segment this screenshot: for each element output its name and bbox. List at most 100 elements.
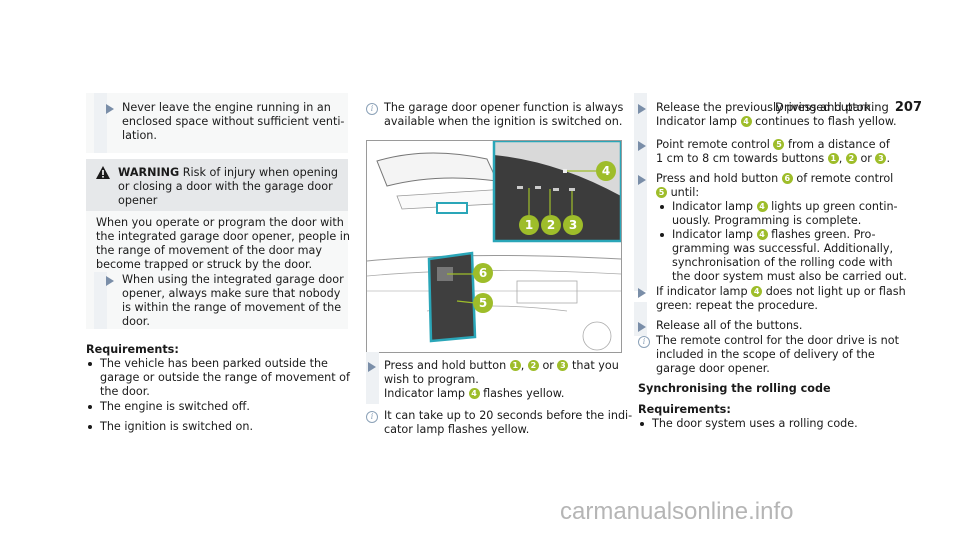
warning-title: WARNING Risk of injury when opening: [118, 166, 338, 180]
bullet-icon: [660, 233, 664, 237]
remote-5-marker: 5: [656, 187, 667, 198]
step-text: Indicator lamp: [672, 228, 753, 241]
info-icon: i: [366, 103, 378, 115]
note-line: enclosed space without sufficient venti-: [122, 115, 345, 128]
step-text: does not light up or flash: [765, 285, 906, 298]
info-icon: i: [638, 336, 650, 348]
step-line: synchronisation of the rolling code with: [672, 256, 893, 269]
remote-5-marker: 5: [773, 139, 785, 150]
requirements-heading: Requirements:: [638, 403, 731, 416]
note-strip: [94, 93, 107, 153]
button-6-marker: 6: [781, 173, 793, 184]
callout-2: 2: [541, 215, 561, 235]
warning-body-line: When you operate or program the door wit…: [96, 216, 344, 229]
step-line: If indicator lamp 4 does not light up or…: [656, 285, 906, 299]
lamp-4-marker: 4: [740, 116, 752, 127]
section-heading: Synchronising the rolling code: [638, 382, 831, 395]
requirement-line: garage or outside the range of movement …: [100, 371, 350, 384]
step-line: Indicator lamp 4 flashes yellow.: [384, 387, 564, 401]
button-2-marker: 2: [527, 360, 539, 371]
callout-4: 4: [596, 161, 616, 181]
warning-title-line: or closing a door with the garage door: [118, 180, 333, 193]
warning-body-line: the integrated garage door opener, peopl…: [96, 230, 350, 243]
step-text: Press and hold button: [656, 172, 779, 185]
step-text: or: [538, 359, 558, 372]
info-line: The remote control for the door drive is…: [656, 334, 899, 347]
warning-step-line: opener, always make sure that nobody: [122, 287, 341, 300]
step-text: continues to flash yellow.: [755, 115, 897, 128]
step-text: flashes green. Pro-: [771, 228, 876, 241]
step-line: 5 until:: [656, 186, 699, 200]
warning-title-line: Risk of injury when opening: [182, 166, 338, 179]
note-line: lation.: [122, 129, 157, 142]
bullet-icon: [88, 405, 92, 409]
callout-6: 6: [473, 263, 493, 283]
step-strip: [366, 352, 379, 404]
step-line: wish to program.: [384, 373, 479, 386]
step-line: green: repeat the procedure.: [656, 299, 818, 312]
warning-step-strip: [94, 272, 107, 329]
step-line: Release the previously pressed button.: [656, 101, 875, 114]
step-line: Press and hold button 1, 2 or 3 that you: [384, 359, 619, 373]
warning-body: [86, 211, 348, 329]
step-text: ,: [520, 359, 528, 372]
step-text: Point remote control: [656, 138, 770, 151]
step-line: the door system must also be carried out…: [672, 270, 907, 283]
step-line: gramming was successful. Additionally,: [672, 242, 894, 255]
button-1-marker: 1: [827, 153, 839, 164]
step-arrow-icon: [106, 104, 114, 114]
step-text: until:: [670, 186, 700, 199]
step-text: lights up green contin-: [771, 200, 898, 213]
step-arrow-icon: [106, 276, 114, 286]
requirements-heading: Requirements:: [86, 343, 179, 356]
step-line: uously. Programming is complete.: [672, 214, 862, 227]
step-text: that you: [568, 359, 619, 372]
step-text: Press and hold button: [384, 359, 507, 372]
info-line: cator lamp flashes yellow.: [384, 423, 530, 436]
warning-body-line: become trapped or struck by the door.: [96, 258, 313, 271]
step-text: Indicator lamp: [672, 200, 753, 213]
requirement-line: The door system uses a rolling code.: [652, 417, 858, 430]
step-text: Indicator lamp: [384, 387, 465, 400]
step-line: Press and hold button 6 of remote contro…: [656, 172, 893, 186]
step-arrow-icon: [638, 104, 646, 114]
button-1-marker: 1: [509, 360, 521, 371]
button-3-marker: 3: [557, 360, 569, 371]
garage-opener-illustration: 1 2 3 4 5 6: [366, 140, 622, 353]
step-text: flashes yellow.: [483, 387, 565, 400]
step-text: ,: [838, 152, 843, 165]
step-text: .: [886, 152, 891, 165]
lamp-4-marker: 4: [756, 229, 768, 240]
bullet-icon: [88, 425, 92, 429]
callout-1: 1: [519, 215, 539, 235]
step-line: Indicator lamp 4 lights up green contin-: [672, 200, 898, 214]
lamp-4-marker: 4: [468, 388, 480, 399]
info-line: garage door opener.: [656, 362, 770, 375]
warning-label: WARNING: [118, 166, 180, 179]
button-3-marker: 3: [875, 153, 887, 164]
info-icon: i: [366, 411, 378, 423]
warning-body-line: the range of movement of the door may: [96, 244, 322, 257]
info-line: included in the scope of delivery of the: [656, 348, 875, 361]
requirement-line: the door.: [100, 385, 150, 398]
note-line: Never leave the engine running in an: [122, 101, 331, 114]
callout-3: 3: [563, 215, 583, 235]
warning-triangle-icon: [96, 166, 110, 183]
footer-watermark: carmanualsonline.info: [560, 498, 794, 525]
step-line: 1 cm to 8 cm towards buttons 1, 2 or 3.: [656, 152, 890, 166]
step-strip: [634, 93, 647, 291]
step-text: If indicator lamp: [656, 285, 748, 298]
bullet-icon: [88, 362, 92, 366]
info-line: It can take up to 20 seconds before the …: [384, 409, 633, 422]
info-line: available when the ignition is switched …: [384, 115, 623, 128]
step-arrow-icon: [638, 141, 646, 151]
warning-header: [86, 159, 348, 211]
step-text: from a distance of: [788, 138, 890, 151]
warning-step-line: is within the range of movement of the: [122, 301, 342, 314]
page-number: 207: [894, 100, 922, 115]
step-line: Indicator lamp 4 continues to flash yell…: [656, 115, 897, 129]
requirement-line: The ignition is switched on.: [100, 420, 253, 433]
step-arrow-icon: [638, 322, 646, 332]
warning-step-line: When using the integrated garage door: [122, 273, 344, 286]
